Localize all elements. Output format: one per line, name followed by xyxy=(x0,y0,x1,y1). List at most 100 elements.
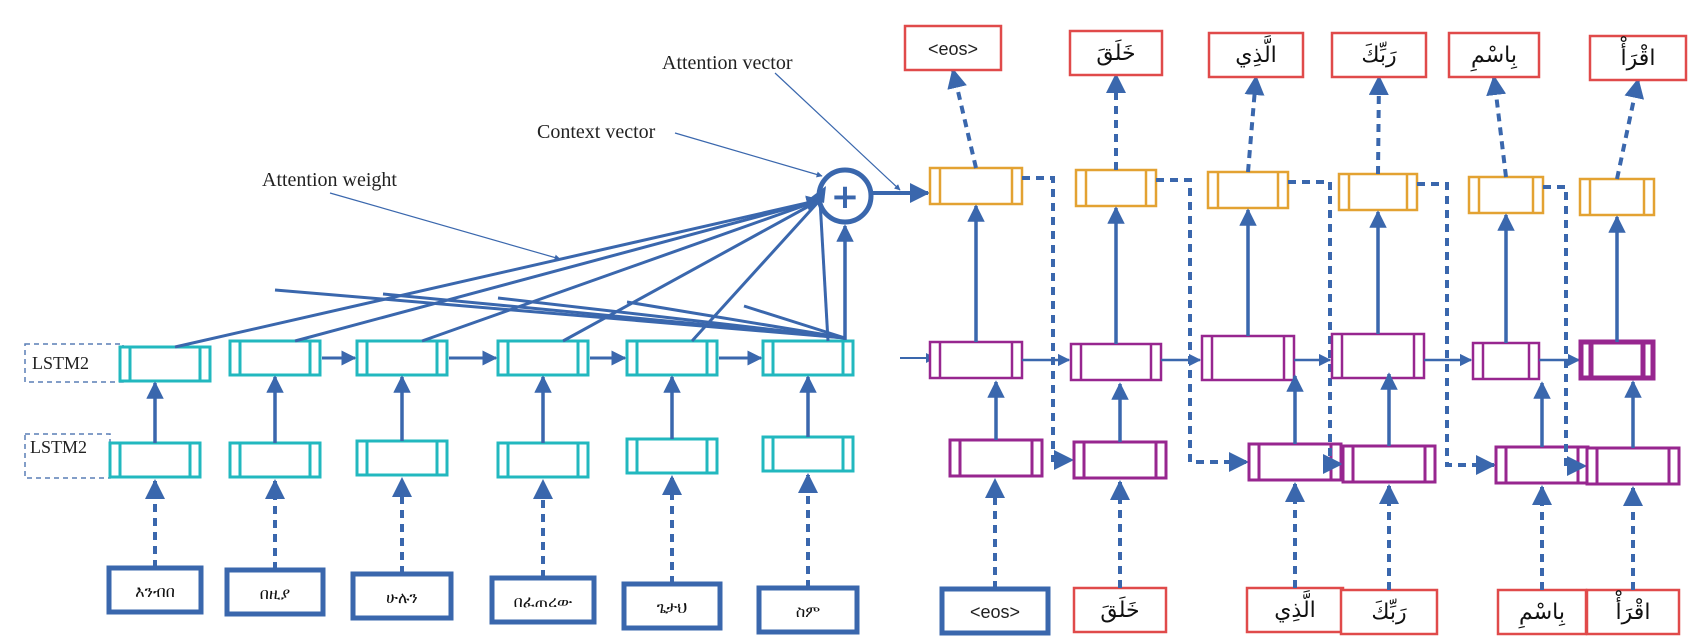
attention-cell-3 xyxy=(1206,170,1290,210)
decoder-top-cell-2-body xyxy=(1069,342,1163,382)
decoder-bottom-cell-3 xyxy=(1247,442,1343,482)
source-token-1-text: እንብበ xyxy=(135,582,175,601)
decoder-bottom-cell-6 xyxy=(1585,446,1681,486)
decoder-top-cell-3 xyxy=(1200,334,1296,382)
output-token-5: بِاسْمِ xyxy=(1447,31,1541,79)
input-token-4: رَبِّكَ xyxy=(1339,588,1439,636)
encoder-bottom-cell-3 xyxy=(355,439,449,477)
output-token-1-border xyxy=(903,24,1003,72)
source-token-5-text: ጌታህ xyxy=(657,598,688,617)
attention-weight-label: Attention weight xyxy=(262,169,397,191)
decoder-bottom-cell-4-body xyxy=(1341,444,1437,484)
encoder-top-cell-3 xyxy=(355,339,449,377)
decoder-top-cell-4-body xyxy=(1330,332,1426,380)
source-token-2-text: በዚያ xyxy=(260,584,291,603)
encoder-top-cell-3-body xyxy=(355,339,449,377)
output-arrow-3 xyxy=(1244,75,1265,173)
source-token-4: በፈጠረው xyxy=(489,575,597,625)
encoder-top-cell-5-body xyxy=(625,339,719,377)
output-arrow-1 xyxy=(947,68,978,169)
source-token-1-border xyxy=(106,565,204,615)
source-token-3: ሁሉን xyxy=(350,571,454,621)
decoder-bottom-cell-2-body xyxy=(1072,440,1168,480)
decoder-bottom-cell-3-body xyxy=(1247,442,1343,482)
attention-cell-6 xyxy=(1578,177,1656,217)
input-token-1: <eos> xyxy=(939,586,1051,636)
output-token-2-border xyxy=(1068,29,1164,77)
attention-line-6 xyxy=(818,199,830,342)
source-token-6: ስም xyxy=(756,585,860,635)
input-token-6: اقْرَأْ xyxy=(1585,588,1681,636)
encoder-top-cell-4 xyxy=(496,339,590,377)
encoder-top-cell-2-body xyxy=(228,339,322,377)
source-token-6-text: ስም xyxy=(796,602,820,621)
encoder-top-cell-1 xyxy=(118,345,212,383)
attention-line-5 xyxy=(690,198,822,343)
output-arrow-5 xyxy=(1486,75,1508,178)
encoder-top-cell-5 xyxy=(625,339,719,377)
decoder-bottom-cell-2 xyxy=(1072,440,1168,480)
attention-line-2 xyxy=(294,198,821,343)
encoder-bottom-cell-3-body xyxy=(355,439,449,477)
output-token-1-text: <eos> xyxy=(928,39,978,59)
decoder-top-cell-2 xyxy=(1069,342,1163,382)
encoder-bottom-cell-2 xyxy=(228,441,322,479)
output-token-1: <eos> xyxy=(903,24,1003,72)
encoder-bottom-cell-6-body xyxy=(761,435,855,473)
output-token-2: خَلَقَ xyxy=(1068,29,1164,77)
input-token-4-border xyxy=(1339,588,1439,636)
source-token-5-border xyxy=(621,581,723,631)
attention-cell-4 xyxy=(1337,172,1419,212)
output-token-6: اقْرَأْ xyxy=(1588,34,1688,82)
input-token-2: خَلَقَ xyxy=(1072,586,1168,634)
decoder-bottom-cell-6-body xyxy=(1585,446,1681,486)
encoder-bottom-cell-5 xyxy=(625,437,719,475)
output-token-4-border xyxy=(1330,31,1428,79)
decoder-top-cell-6 xyxy=(1578,339,1656,381)
output-token-2-text: خَلَقَ xyxy=(1096,39,1135,66)
input-token-1-text: <eos> xyxy=(970,602,1020,622)
output-token-3: الَّذِي xyxy=(1207,31,1305,79)
encoder-top-cell-6 xyxy=(761,339,855,377)
input-token-5: بِاسْمِ xyxy=(1496,588,1588,636)
encoder-bottom-cell-4-body xyxy=(496,441,590,479)
output-token-4-text: رَبِّكَ xyxy=(1361,42,1397,68)
attention-line-3 xyxy=(421,198,821,343)
lstm-label-top: LSTM2 xyxy=(24,343,124,383)
input-token-3: الَّذِي xyxy=(1245,586,1345,634)
feedback-path-4 xyxy=(1417,182,1496,475)
encoder-bottom-cell-4 xyxy=(496,441,590,479)
lstm-label-bottom: LSTM2 xyxy=(24,433,111,479)
attention-cross-line-3 xyxy=(497,296,846,340)
source-token-3-border xyxy=(350,571,454,621)
output-token-4: رَبِّكَ xyxy=(1330,31,1428,79)
encoder-bottom-cell-2-body xyxy=(228,441,322,479)
encoder-bottom-cell-1 xyxy=(108,441,202,479)
attention-cell-2 xyxy=(1074,168,1158,208)
source-token-2: በዚያ xyxy=(224,567,326,617)
attention-cell-5 xyxy=(1467,175,1545,215)
attention-line-4 xyxy=(562,198,821,343)
source-token-1: እንብበ xyxy=(106,565,204,615)
encoder-top-cell-2 xyxy=(228,339,322,377)
decoder-bottom-cell-1-body xyxy=(948,438,1044,478)
attention-vector-label: Attention vector xyxy=(662,52,793,74)
attention-line-1 xyxy=(174,195,822,349)
feedback-path-5 xyxy=(1543,185,1587,476)
source-token-5: ጌታህ xyxy=(621,581,723,631)
attention-cell-6-body xyxy=(1578,177,1656,217)
input-token-5-text: بِاسْمِ xyxy=(1518,600,1565,629)
attention-cross-line-2 xyxy=(382,292,846,340)
decoder-top-cell-1-body xyxy=(928,340,1024,380)
source-token-4-border xyxy=(489,575,597,625)
decoder-top-cell-5 xyxy=(1471,341,1541,381)
input-token-6-border xyxy=(1585,588,1681,636)
combine-node: + xyxy=(816,167,874,225)
decoder-bottom-cell-4 xyxy=(1341,444,1437,484)
feedback-path-3 xyxy=(1288,180,1343,474)
feedback-path-2 xyxy=(1156,178,1249,472)
decoder-bottom-cell-1 xyxy=(948,438,1044,478)
decoder-top-cell-3-body xyxy=(1200,334,1296,382)
encoder-top-cell-1-body xyxy=(118,345,212,383)
